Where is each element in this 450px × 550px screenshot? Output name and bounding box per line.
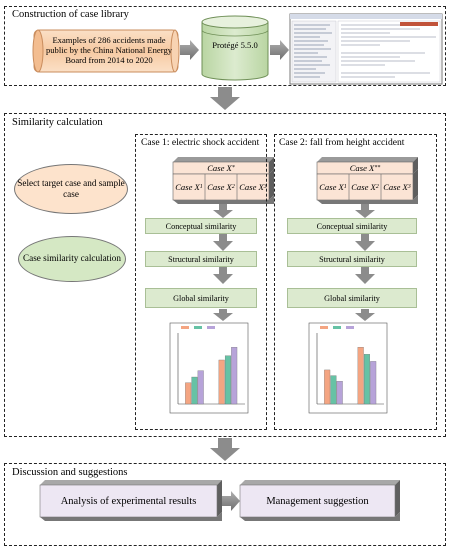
case2-arrow-3 [355,267,375,284]
case2-arrow-2 [355,234,375,251]
case2-arrow-4 [355,309,375,321]
case2-global-similarity: Global similarity [287,288,417,308]
case1-conceptual-similarity: Conceptual similarity [145,218,257,234]
arrow-right-1 [180,40,199,60]
chart-bar [336,381,343,405]
chart-bar [370,361,377,405]
legend-swatch [346,326,354,329]
scroll-shape [32,29,180,73]
analysis-box [39,480,222,521]
similarity-section-title: Similarity calculation [12,117,103,128]
chart-bar [185,382,192,405]
chart-bar [357,347,364,405]
legend-swatch [194,326,202,329]
case1-target-case: Case X* [207,163,235,173]
case-similarity-ellipse: Case similarity calculation [18,236,126,282]
case2-panel [274,134,437,430]
chart-bar [363,354,370,405]
case1-similarity-chart [169,322,249,414]
legend-swatch [333,326,341,329]
discussion-section [4,463,446,546]
case2-arrow-1 [355,204,375,218]
database-icon [201,15,269,81]
chart-bar [224,355,231,405]
management-label: Management suggestion [266,495,369,507]
case1-arrow-1 [213,204,233,218]
case1-arrow-3 [213,267,233,284]
case1-title: Case 1: electric shock accident [141,137,260,148]
flow-arrows [213,204,375,321]
case1-arrow-2 [213,234,233,251]
legend-swatch [181,326,189,329]
chart-bar [324,369,331,405]
arrow-down-2 [210,438,240,461]
select-cases-ellipse: Select target case and sample case [14,164,128,214]
accident-examples-label: Examples of 286 accidents made public by… [45,35,173,65]
case2-target-box [316,157,418,175]
case1-samples-box [172,169,274,204]
arrow-right-3 [222,491,240,511]
case1-structural-similarity: Structural similarity [145,251,257,267]
chart-bar [330,375,337,405]
case1-target-box [172,157,274,175]
case2-similarity-chart [308,322,388,414]
arrow-down-1 [210,87,240,110]
case2-samples-box [316,169,418,204]
library-section [4,6,446,86]
case1-arrow-4 [213,309,233,321]
chart-bar [197,370,204,405]
chart-bar [218,359,225,405]
case2-target-case: Case X** [349,163,381,173]
protege-label: Protégé 5.5.0 [212,40,258,50]
software-screenshot [289,13,443,85]
similarity-section [4,113,446,437]
case2-conceptual-similarity: Conceptual similarity [287,218,417,234]
library-section-title: Construction of case library [12,9,129,20]
case1-panel [135,134,267,430]
discussion-section-title: Discussion and suggestions [12,467,128,478]
case2-structural-similarity: Structural similarity [287,251,417,267]
chart-bar [231,347,238,405]
chart-bar [191,376,198,405]
case2-title: Case 2: fall from height accident [279,137,405,148]
case1-global-similarity: Global similarity [145,288,257,308]
management-box [239,480,400,521]
analysis-label: Analysis of experimental results [60,495,197,507]
arrow-right-2 [270,40,289,60]
legend-swatch [320,326,328,329]
legend-swatch [207,326,215,329]
